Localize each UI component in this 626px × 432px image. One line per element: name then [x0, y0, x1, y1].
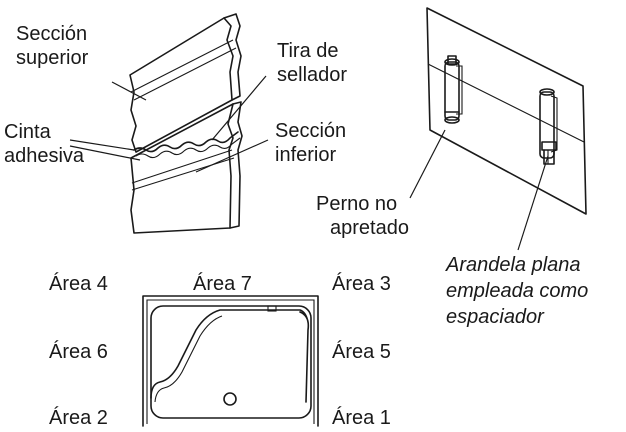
- label-cinta-adhesiva-1: Cinta: [4, 121, 52, 143]
- upper-section-groove: [130, 39, 237, 101]
- lower-section-face: [130, 103, 234, 234]
- shower-base-outer: [142, 295, 319, 427]
- sealer-strip: [133, 131, 239, 153]
- label-area-5: Área 5: [332, 340, 391, 363]
- label-arandela-plana-2: empleada como: [446, 280, 588, 302]
- drain: [223, 392, 237, 406]
- label-arandela-plana-1: Arandela plana: [445, 254, 581, 276]
- wall-bolt-panel: [426, 7, 587, 215]
- lower-section-groove: [131, 149, 235, 191]
- label-area-1: Área 1: [332, 406, 391, 429]
- label-arandela-plana-3: espaciador: [446, 306, 545, 328]
- shower-base-basin: [150, 305, 312, 419]
- sealer-strip-lower: [135, 137, 241, 159]
- flat-washer: [541, 141, 557, 151]
- panel1-leaders: [69, 75, 269, 173]
- panel2-leaders: [409, 129, 549, 251]
- label-tira-sellador-1: Tira de: [277, 40, 339, 62]
- label-seccion-superior-2: superior: [16, 47, 89, 69]
- washer-bolt: [539, 88, 558, 165]
- label-area-7: Área 7: [193, 272, 252, 295]
- label-seccion-inferior-1: Sección: [275, 120, 346, 142]
- lower-section-edge: [229, 101, 243, 229]
- shower-base: [142, 295, 319, 427]
- label-perno-no-apretado-1: Perno no: [316, 193, 397, 215]
- upper-section-edge: [223, 13, 242, 101]
- label-tira-sellador-2: sellador: [277, 64, 347, 86]
- label-perno-no-apretado-2: apretado: [330, 217, 409, 239]
- label-area-6: Área 6: [49, 340, 108, 363]
- label-area-2: Área 2: [49, 406, 108, 429]
- bolt-panel-seam: [427, 63, 585, 143]
- sealant-bead-inner: [154, 315, 223, 403]
- wall-panel-sections: [129, 13, 243, 234]
- label-area-4: Área 4: [49, 272, 108, 295]
- shower-base-rim: [146, 299, 315, 424]
- sealant-bead: [150, 309, 310, 403]
- loose-bolt: [444, 55, 463, 124]
- label-cinta-adhesiva-2: adhesiva: [4, 145, 85, 167]
- label-area-3: Área 3: [332, 272, 391, 295]
- label-seccion-inferior-2: inferior: [275, 144, 336, 166]
- label-seccion-superior-1: Sección: [16, 23, 87, 45]
- bolt-panel-face: [426, 7, 587, 215]
